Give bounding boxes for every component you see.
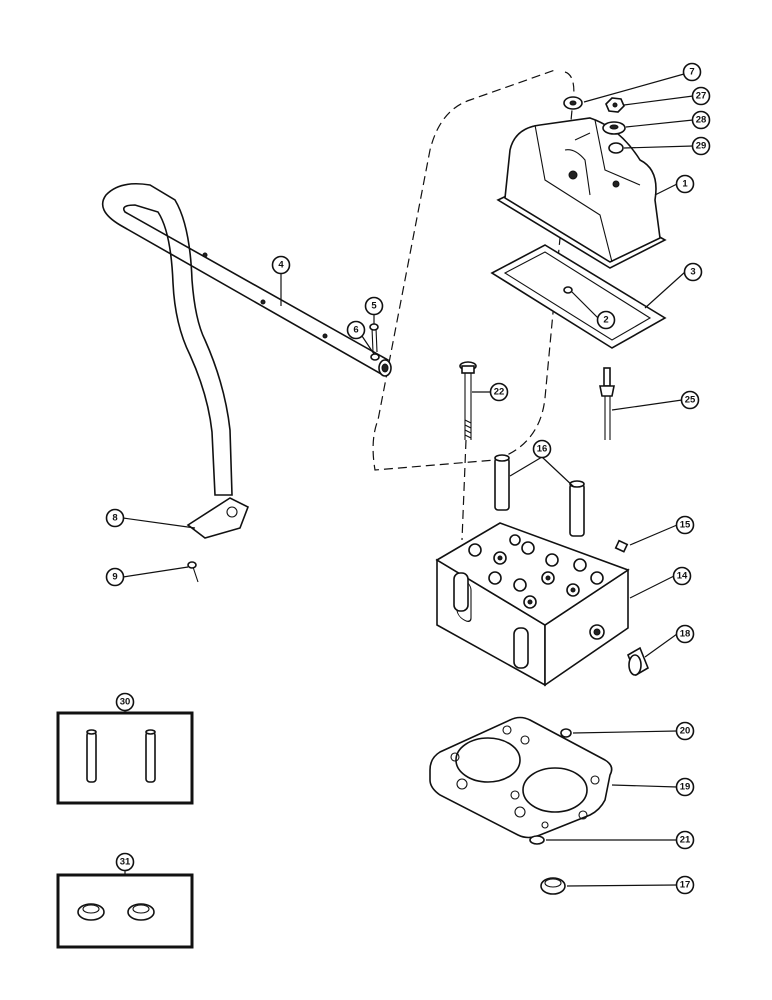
valve-seat-insert (540, 877, 566, 895)
bracket-screw (187, 561, 199, 583)
callout-4: 4 (271, 255, 291, 275)
cover-nut (605, 97, 625, 113)
callout-label: 7 (689, 67, 694, 78)
callout-label: 17 (680, 880, 691, 891)
callout-28: 28 (691, 110, 711, 130)
kit-box-guides (56, 711, 194, 805)
o-ring (560, 728, 572, 738)
breather-tube (101, 182, 392, 496)
cover-stud (599, 367, 615, 440)
callout-label: 31 (120, 857, 131, 868)
callout-18: 18 (675, 624, 695, 644)
callout-25: 25 (680, 390, 700, 410)
kit-box-inserts (56, 873, 194, 949)
callout-label: 25 (685, 395, 696, 406)
callout-9: 9 (105, 567, 125, 587)
callout-label: 21 (680, 835, 691, 846)
callout-30: 30 (115, 692, 135, 712)
valve-guide-left (494, 454, 510, 511)
valve-guide-right (569, 480, 585, 537)
callout-6: 6 (346, 320, 366, 340)
tube-bracket (186, 497, 250, 539)
bolt-alignment-dashed-line (461, 439, 467, 541)
callout-label: 28 (696, 115, 707, 126)
callout-label: 30 (120, 697, 131, 708)
callout-label: 5 (371, 301, 377, 312)
callout-label: 2 (603, 315, 608, 326)
valve-cover (496, 117, 667, 269)
callout-label: 8 (112, 513, 117, 524)
callout-label: 3 (690, 267, 695, 278)
callout-16: 16 (532, 439, 552, 459)
callout-label: 14 (677, 571, 688, 582)
tube-screw (369, 323, 379, 353)
leader-lines (122, 73, 694, 887)
cover-seal-washer (608, 142, 624, 154)
callout-label: 27 (696, 91, 707, 102)
callout-2: 2 (596, 310, 616, 330)
callout-20: 20 (675, 721, 695, 741)
callout-8: 8 (105, 508, 125, 528)
callout-1: 1 (675, 174, 695, 194)
callout-3: 3 (683, 262, 703, 282)
callout-label: 15 (680, 520, 691, 531)
head-seal-ring (627, 646, 649, 677)
callout-label: 22 (494, 387, 505, 398)
callout-7: 7 (682, 62, 702, 82)
cover-gasket (490, 244, 667, 349)
cylinder-head (435, 522, 630, 687)
callout-17: 17 (675, 875, 695, 895)
callout-label: 16 (537, 444, 548, 455)
head-plug (614, 539, 629, 553)
callout-22: 22 (489, 382, 509, 402)
callout-label: 4 (278, 260, 284, 271)
callout-31: 31 (115, 852, 135, 872)
callout-label: 9 (112, 572, 117, 583)
callout-5: 5 (364, 296, 384, 316)
callout-27: 27 (691, 86, 711, 106)
callout-label: 6 (353, 325, 358, 336)
callout-label: 29 (696, 141, 707, 152)
callout-19: 19 (675, 777, 695, 797)
callout-label: 20 (680, 726, 691, 737)
head-gasket (429, 716, 613, 839)
head-bolt (459, 361, 477, 440)
callout-14: 14 (672, 566, 692, 586)
tube-washer (370, 353, 380, 361)
gasket-plug (563, 286, 573, 294)
callout-15: 15 (675, 515, 695, 535)
callout-label: 1 (682, 179, 688, 190)
callout-29: 29 (691, 136, 711, 156)
callout-label: 19 (680, 782, 691, 793)
callout-21: 21 (675, 830, 695, 850)
seal-ring (529, 835, 545, 845)
callout-label: 18 (680, 629, 691, 640)
